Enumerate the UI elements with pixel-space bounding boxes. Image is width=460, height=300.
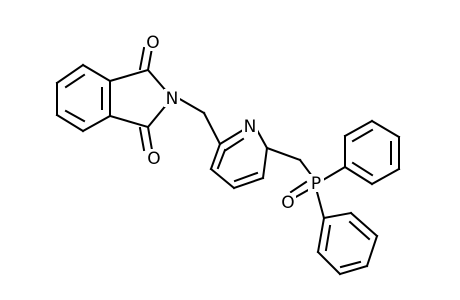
oxygen-phosphoryl-label: O — [281, 193, 294, 213]
imide-ring — [108, 68, 169, 129]
phenyl-ring-upper — [343, 119, 401, 186]
atom-label-o-phosphoryl: O — [280, 193, 296, 213]
nitrogen-imide-label: N — [166, 89, 179, 109]
oxygen-top-label: O — [146, 33, 159, 53]
phthalimide-benzene-ring — [55, 63, 112, 133]
atom-label-n-pyridine: N — [242, 117, 258, 137]
atom-label-o-top: O — [145, 33, 161, 53]
atom-label-o-bottom: O — [146, 149, 162, 169]
atom-label-n-imide: N — [164, 89, 180, 109]
methylene-linker-phosphine — [265, 146, 314, 178]
oxygen-bottom-label: O — [147, 149, 160, 169]
phosphorus-label: P — [311, 174, 321, 194]
pyridine-ring — [209, 128, 269, 190]
carbonyl-bonds — [138, 46, 154, 152]
atom-label-p: P — [308, 174, 324, 194]
phosphorus-phenyl-bonds — [315, 165, 347, 220]
phosphoryl-bond — [289, 180, 312, 200]
methylene-linker-imide — [176, 96, 222, 146]
nitrogen-pyridine-label: N — [244, 117, 257, 137]
phenyl-ring-lower — [316, 211, 379, 276]
